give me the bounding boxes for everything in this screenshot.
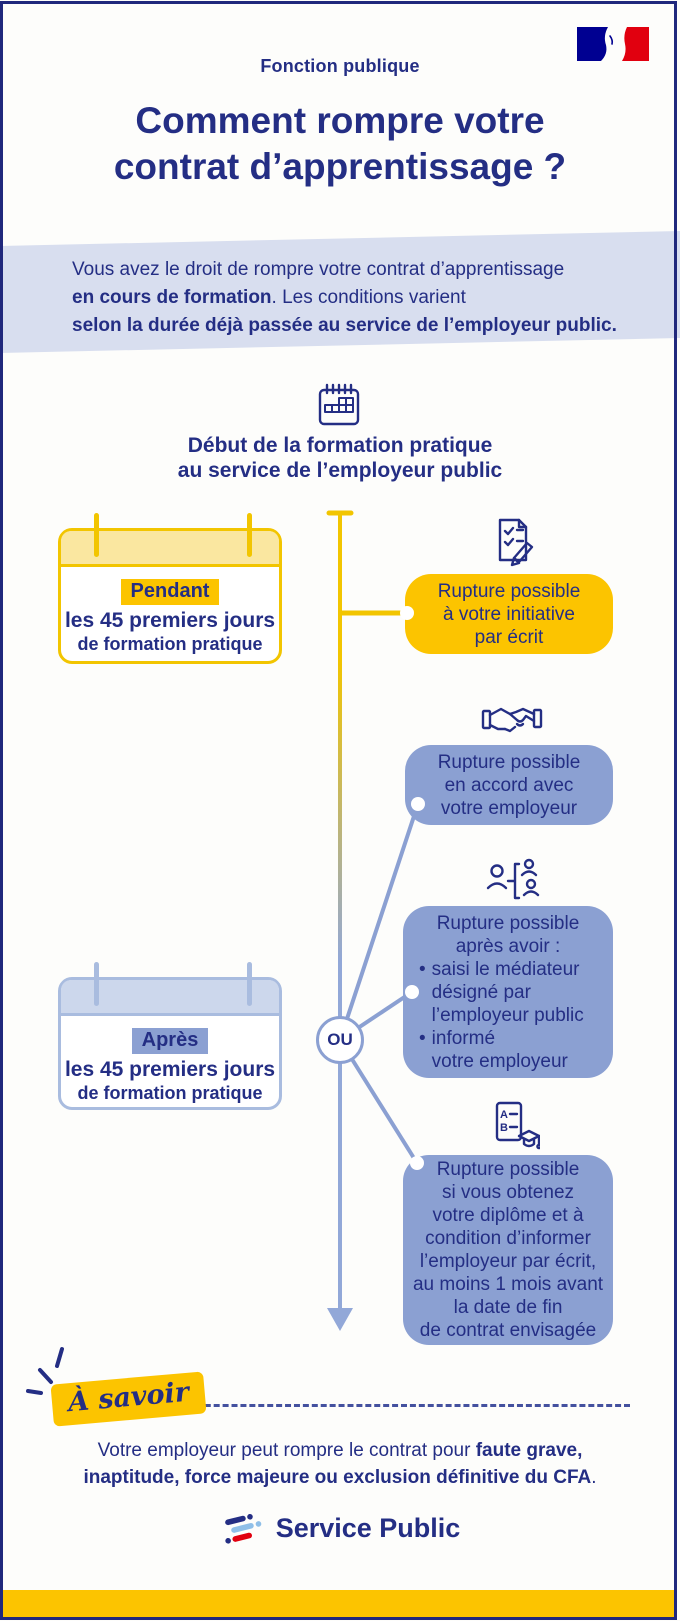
note-line-2: inaptitude, force majeure ou exclusion d… — [0, 1464, 680, 1491]
branch-blue-3 — [338, 1038, 419, 1165]
outcome-intro: Rupture possible après avoir : — [436, 912, 580, 957]
period-card-pendant: Pendant les 45 premiers jours de formati… — [58, 513, 282, 664]
document-check-pencil-icon — [498, 518, 534, 567]
connector-dot — [410, 1156, 424, 1170]
connector-dot — [405, 985, 419, 999]
timeline-start-title: Début de la formation pratique au servic… — [177, 434, 503, 482]
intro-line-2-regular: . Les conditions varient — [271, 287, 466, 308]
intro-line-3: selon la durée déjà passée au service de… — [72, 312, 660, 340]
timeline-arrowhead — [327, 1308, 353, 1331]
dashed-divider — [178, 1404, 630, 1407]
svg-text:B: B — [500, 1122, 508, 1134]
period-line-2: de formation pratique — [77, 1083, 263, 1103]
intro-line-2-bold: en cours de formation — [72, 287, 272, 308]
brand-lockup: Service Public — [0, 1505, 680, 1551]
period-card-apres: Après les 45 premiers jours de formation… — [58, 962, 282, 1110]
note-line-1: Votre employeur peut rompre le contrat p… — [0, 1437, 680, 1464]
intro-line-1: Vous avez le droit de rompre votre contr… — [72, 259, 565, 280]
outcome-bullet-list: • saisi le médiateur désigné par l’emplo… — [407, 958, 584, 1073]
bullet-item: • saisi le médiateur désigné par l’emplo… — [419, 958, 584, 1027]
calendar-ring-icon — [247, 513, 252, 557]
bullet-marker: • — [419, 958, 426, 980]
bottom-yellow-bar — [3, 1590, 674, 1617]
highlight-pendant: Pendant — [120, 579, 220, 605]
or-node: OU — [316, 1016, 364, 1064]
bullet-text: informé votre employeur — [431, 1027, 568, 1072]
handshake-icon — [481, 707, 543, 733]
highlight-apres: Après — [131, 1028, 209, 1054]
bullet-marker: • — [419, 1027, 426, 1049]
bullet-item: • informé votre employeur — [419, 1027, 584, 1073]
connector-dot — [400, 606, 414, 620]
page-title: Comment rompre votre contrat d’apprentis… — [113, 100, 567, 187]
period-line-1: les 45 premiers jours — [64, 1058, 276, 1081]
connector-dot — [411, 797, 425, 811]
period-line-1: les 45 premiers jours — [64, 609, 276, 632]
intro-text: Vous avez le droit de rompre votre contr… — [0, 231, 680, 340]
outcome-bubble-accord: Rupture possible en accord avec votre em… — [405, 745, 613, 825]
calendar-grid-icon — [318, 383, 360, 426]
brand-name: Service Public — [275, 1512, 461, 1543]
note-regular: . — [591, 1467, 597, 1488]
calendar-ring-icon — [94, 513, 99, 557]
note-regular: Votre employeur peut rompre le contrat p… — [97, 1440, 476, 1461]
branch-blue-1 — [338, 803, 420, 1041]
note-bold: faute grave, — [475, 1440, 583, 1461]
eyebrow-title: Fonction publique — [260, 56, 420, 76]
diploma-grades-icon: A B — [495, 1101, 540, 1150]
service-public-logo — [224, 1513, 261, 1544]
calendar-card-body: Pendant les 45 premiers jours de formati… — [61, 567, 279, 655]
calendar-card-body: Après les 45 premiers jours de formation… — [61, 1016, 279, 1104]
outcome-bubble-initiative: Rupture possible à votre initiative par … — [405, 574, 613, 654]
period-line-2: de formation pratique — [77, 634, 263, 654]
outcome-bubble-diplome: Rupture possible si vous obtenez votre d… — [403, 1155, 613, 1345]
bullet-text: saisi le médiateur désigné par l’employe… — [431, 958, 584, 1026]
calendar-ring-icon — [247, 962, 252, 1006]
mediator-people-icon — [486, 858, 540, 900]
intro-line-2: en cours de formation. Les conditions va… — [72, 284, 660, 312]
note-bold: inaptitude, force majeure ou exclusion d… — [83, 1467, 592, 1488]
intro-banner: Vous avez le droit de rompre votre contr… — [0, 231, 680, 353]
intro-line-3-bold: selon la durée déjà passée au service de… — [72, 315, 617, 336]
french-republic-flag-icon — [577, 27, 649, 61]
outcome-bubble-mediateur: Rupture possible après avoir : • saisi l… — [403, 906, 613, 1078]
sparkle-rays-icon — [26, 1347, 64, 1395]
footer-note: Votre employeur peut rompre le contrat p… — [0, 1437, 680, 1491]
calendar-ring-icon — [94, 962, 99, 1006]
svg-text:A: A — [500, 1109, 508, 1121]
